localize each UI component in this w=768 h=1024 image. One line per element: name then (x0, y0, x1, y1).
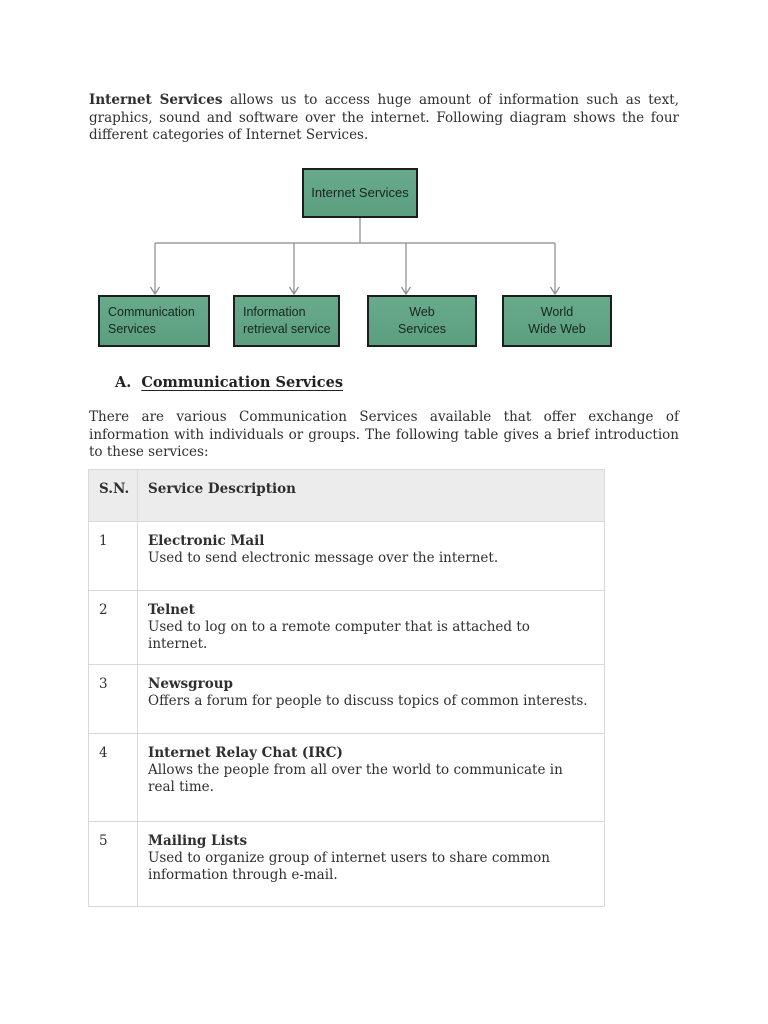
internet-services-diagram: Internet Services Communication Services… (0, 168, 768, 350)
table-cell-sn: 1 (88, 521, 138, 591)
diagram-box-internet-services: Internet Services (302, 168, 418, 218)
diagram-box-label: Information retrieval service (243, 304, 331, 336)
table-cell-sn: 3 (88, 664, 138, 734)
table-cell-description: Mailing Lists Used to organize group of … (137, 821, 605, 907)
services-table: S.N. Service Description 1 Electronic Ma… (88, 469, 605, 907)
intro-paragraph: Internet Services allows us to access hu… (89, 92, 679, 145)
table-header-row: S.N. Service Description (88, 469, 605, 522)
table-row: 5 Mailing Lists Used to organize group o… (88, 821, 605, 907)
service-name: Internet Relay Chat (IRC) (148, 745, 343, 761)
section-heading: A. Communication Services (115, 374, 343, 391)
intro-bold-lead: Internet Services (89, 92, 223, 108)
section-title: Communication Services (141, 374, 343, 391)
section-letter: A. (115, 374, 132, 391)
table-header-service-description: Service Description (137, 469, 605, 522)
table-row: 2 Telnet Used to log on to a remote comp… (88, 590, 605, 665)
table-cell-description: Electronic Mail Used to send electronic … (137, 521, 605, 591)
service-description: Offers a forum for people to discuss top… (148, 693, 588, 709)
service-description: Allows the people from all over the worl… (148, 762, 563, 795)
table-header-sn: S.N. (88, 469, 138, 522)
diagram-box-communication-services: Communication Services (98, 295, 210, 347)
table-cell-sn: 2 (88, 590, 138, 665)
table-row: 3 Newsgroup Offers a forum for people to… (88, 664, 605, 734)
table-cell-description: Telnet Used to log on to a remote comput… (137, 590, 605, 665)
diagram-box-label: World Wide Web (528, 304, 586, 336)
diagram-connector-lines (149, 218, 561, 296)
diagram-box-information-retrieval-service: Information retrieval service (233, 295, 340, 347)
services-paragraph: There are various Communication Services… (89, 409, 679, 461)
service-name: Mailing Lists (148, 833, 248, 849)
table-row: 1 Electronic Mail Used to send electroni… (88, 521, 605, 591)
service-name: Electronic Mail (148, 533, 265, 549)
table-cell-sn: 4 (88, 733, 138, 822)
service-description: Used to organize group of internet users… (148, 850, 550, 883)
intro-text: allows us to access huge amount of infor… (89, 92, 679, 144)
table-cell-sn: 5 (88, 821, 138, 907)
diagram-box-label: Web Services (398, 304, 446, 336)
table-cell-description: Internet Relay Chat (IRC) Allows the peo… (137, 733, 605, 822)
service-description: Used to send electronic message over the… (148, 550, 499, 566)
diagram-box-label: Internet Services (311, 185, 409, 201)
diagram-box-world-wide-web: World Wide Web (502, 295, 612, 347)
diagram-box-label: Communication Services (108, 304, 195, 336)
service-description: Used to log on to a remote computer that… (148, 619, 530, 652)
service-name: Telnet (148, 602, 195, 618)
service-name: Newsgroup (148, 676, 233, 692)
diagram-box-web-services: Web Services (367, 295, 477, 347)
table-cell-description: Newsgroup Offers a forum for people to d… (137, 664, 605, 734)
table-row: 4 Internet Relay Chat (IRC) Allows the p… (88, 733, 605, 822)
